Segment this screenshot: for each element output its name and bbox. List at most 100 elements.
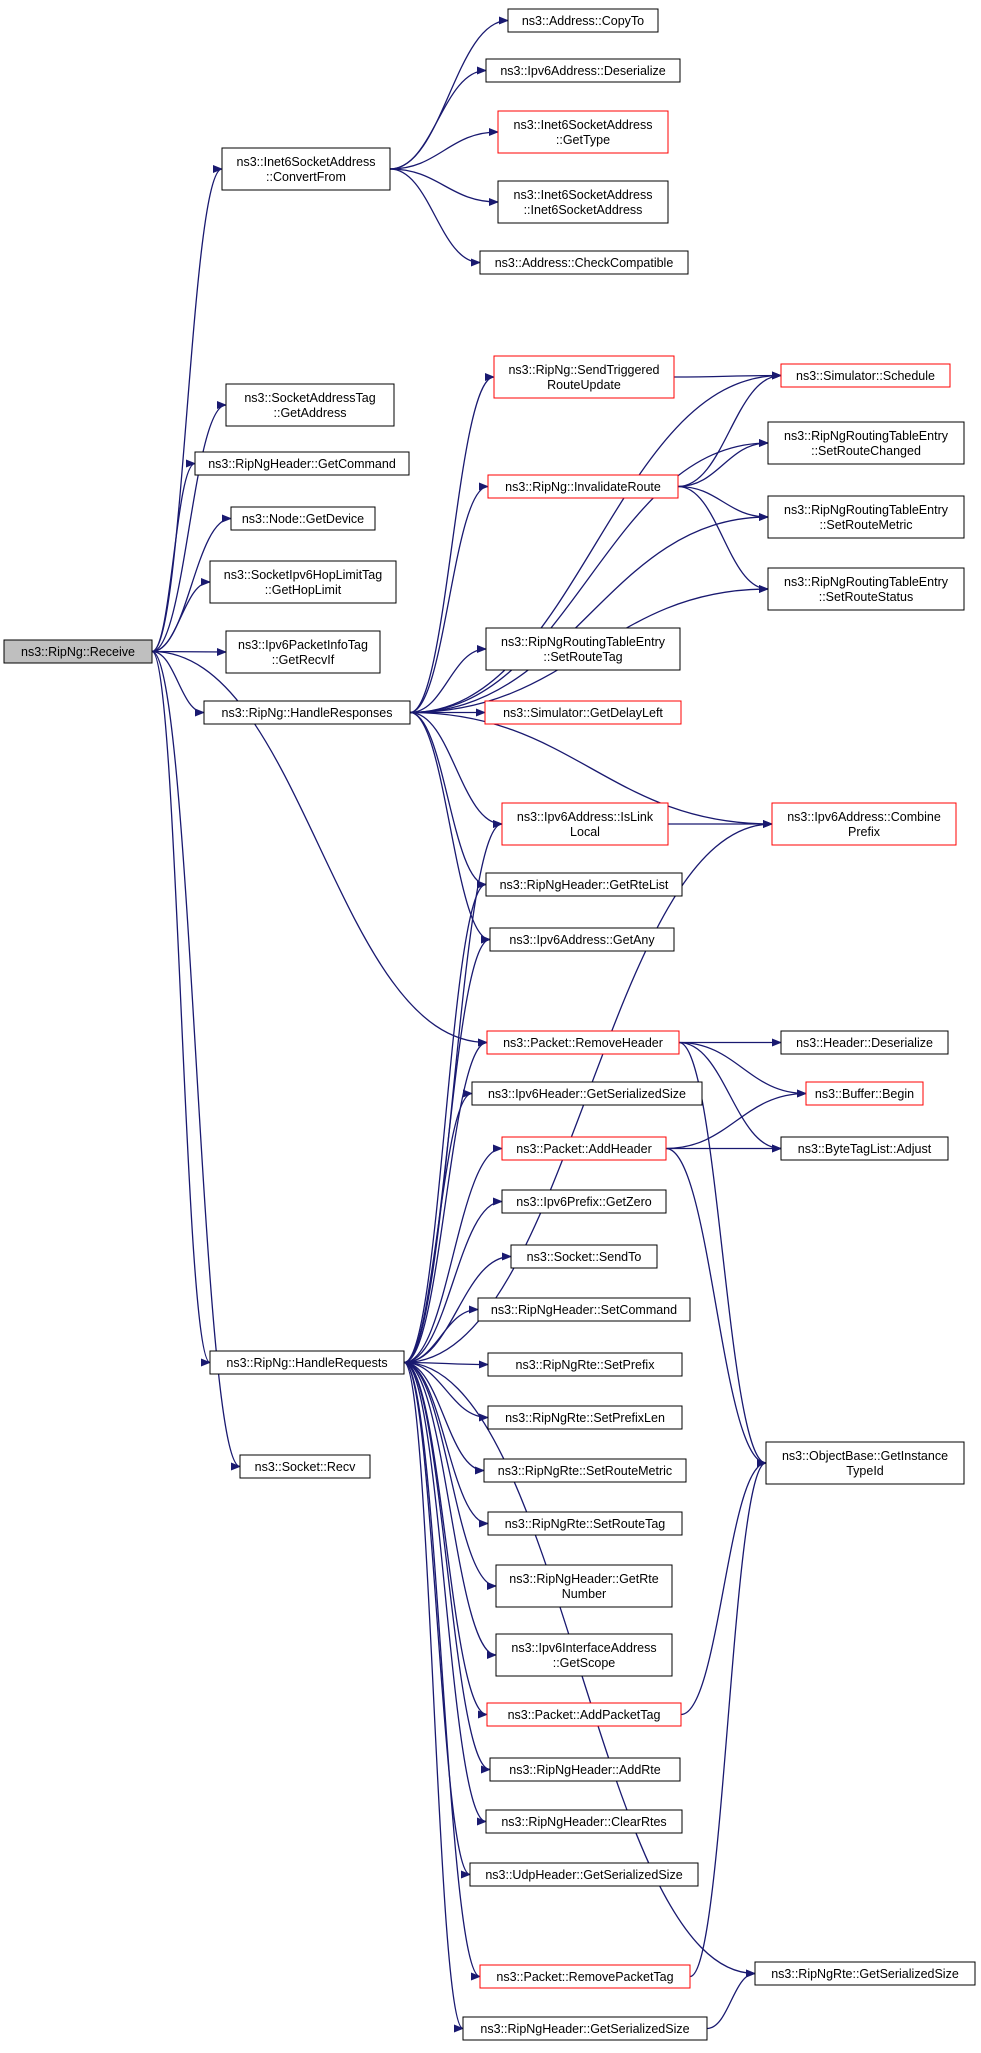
node-box-udpsize[interactable]	[469, 1862, 699, 1887]
node-getdelayleft[interactable]: ns3::Simulator::GetDelayLeft	[484, 700, 682, 725]
node-box-getdelayleft[interactable]	[484, 700, 682, 725]
node-gethoplimit[interactable]: ns3::SocketIpv6HopLimitTag::GetHopLimit	[209, 560, 397, 604]
node-gettype[interactable]: ns3::Inet6SocketAddress::GetType	[497, 110, 669, 154]
node-rtesetroutemetric[interactable]: ns3::RipNgRte::SetRouteMetric	[483, 1458, 687, 1483]
node-box-setcommand[interactable]	[477, 1297, 691, 1322]
node-getscope[interactable]: ns3::Ipv6InterfaceAddress::GetScope	[495, 1633, 673, 1677]
node-box-getrtenumber[interactable]	[495, 1564, 673, 1608]
node-box-rtesetroutetag[interactable]	[487, 1511, 683, 1536]
node-box-checkcompat[interactable]	[479, 250, 689, 275]
node-getany[interactable]: ns3::Ipv6Address::GetAny	[489, 927, 675, 952]
node-box-handleresp[interactable]	[203, 700, 411, 725]
node-box-receive[interactable]	[3, 639, 153, 664]
node-box-schedule[interactable]	[780, 363, 951, 388]
node-box-ipv6deser[interactable]	[485, 58, 681, 83]
node-box-bytetagadjust[interactable]	[780, 1136, 949, 1161]
node-box-getcommand[interactable]	[194, 451, 410, 476]
node-box-removeheader[interactable]	[486, 1030, 680, 1055]
node-inet6ctor[interactable]: ns3::Inet6SocketAddress::Inet6SocketAddr…	[497, 180, 669, 224]
node-box-rtesize[interactable]	[754, 1961, 976, 1986]
node-box-headerdeser[interactable]	[780, 1030, 949, 1055]
node-box-getscope[interactable]	[495, 1633, 673, 1677]
node-box-inet6ctor[interactable]	[497, 180, 669, 224]
node-ripnghdrsize[interactable]: ns3::RipNgHeader::GetSerializedSize	[462, 2016, 708, 2041]
node-handleresp[interactable]: ns3::RipNg::HandleResponses	[203, 700, 411, 725]
node-box-setroutestatus[interactable]	[767, 567, 965, 611]
node-satgetaddr[interactable]: ns3::SocketAddressTag::GetAddress	[225, 383, 395, 427]
node-box-getrecvif[interactable]	[225, 630, 381, 674]
node-box-recv[interactable]	[239, 1454, 371, 1479]
node-ipv6deser[interactable]: ns3::Ipv6Address::Deserialize	[485, 58, 681, 83]
node-box-setprefix[interactable]	[487, 1352, 683, 1377]
node-getcommand[interactable]: ns3::RipNgHeader::GetCommand	[194, 451, 410, 476]
node-box-setroutetag_e[interactable]	[485, 627, 681, 671]
node-addrte[interactable]: ns3::RipNgHeader::AddRte	[489, 1757, 681, 1782]
node-box-islinklocal[interactable]	[501, 802, 669, 846]
node-box-sendto[interactable]	[510, 1244, 658, 1269]
node-setroutemetric_e[interactable]: ns3::RipNgRoutingTableEntry::SetRouteMet…	[767, 495, 965, 539]
node-box-gethoplimit[interactable]	[209, 560, 397, 604]
node-sendto[interactable]: ns3::Socket::SendTo	[510, 1244, 658, 1269]
node-box-gettypeid[interactable]	[765, 1441, 965, 1485]
node-setroutechanged[interactable]: ns3::RipNgRoutingTableEntry::SetRouteCha…	[767, 421, 965, 465]
node-removeheader[interactable]: ns3::Packet::RemoveHeader	[486, 1030, 680, 1055]
node-box-addheader[interactable]	[501, 1136, 667, 1161]
node-bufferbegin[interactable]: ns3::Buffer::Begin	[805, 1081, 924, 1106]
node-box-ripnghdrsize[interactable]	[462, 2016, 708, 2041]
node-box-getrtelist[interactable]	[485, 872, 683, 897]
node-rtesize[interactable]: ns3::RipNgRte::GetSerializedSize	[754, 1961, 976, 1986]
node-receive[interactable]: ns3::RipNg::Receive	[3, 639, 153, 664]
node-removepackettag[interactable]: ns3::Packet::RemovePacketTag	[479, 1964, 691, 1989]
node-box-getzero[interactable]	[501, 1189, 667, 1214]
node-recv[interactable]: ns3::Socket::Recv	[239, 1454, 371, 1479]
node-box-addrte[interactable]	[489, 1757, 681, 1782]
node-setroutetag_e[interactable]: ns3::RipNgRoutingTableEntry::SetRouteTag	[485, 627, 681, 671]
node-setprefixlen[interactable]: ns3::RipNgRte::SetPrefixLen	[487, 1405, 683, 1430]
node-schedule[interactable]: ns3::Simulator::Schedule	[780, 363, 951, 388]
node-setcommand[interactable]: ns3::RipNgHeader::SetCommand	[477, 1297, 691, 1322]
node-box-ipv6hdrsize[interactable]	[471, 1081, 703, 1106]
node-setroutestatus[interactable]: ns3::RipNgRoutingTableEntry::SetRouteSta…	[767, 567, 965, 611]
node-box-gettype[interactable]	[497, 110, 669, 154]
node-handlereq[interactable]: ns3::RipNg::HandleRequests	[209, 1350, 405, 1375]
node-box-satgetaddr[interactable]	[225, 383, 395, 427]
node-checkcompat[interactable]: ns3::Address::CheckCompatible	[479, 250, 689, 275]
node-getzero[interactable]: ns3::Ipv6Prefix::GetZero	[501, 1189, 667, 1214]
node-box-invalidate[interactable]	[487, 474, 679, 499]
node-udpsize[interactable]: ns3::UdpHeader::GetSerializedSize	[469, 1862, 699, 1887]
node-rtesetroutetag[interactable]: ns3::RipNgRte::SetRouteTag	[487, 1511, 683, 1536]
node-box-setroutemetric_e[interactable]	[767, 495, 965, 539]
node-headerdeser[interactable]: ns3::Header::Deserialize	[780, 1030, 949, 1055]
node-box-setprefixlen[interactable]	[487, 1405, 683, 1430]
node-box-addpackettag[interactable]	[486, 1702, 682, 1727]
node-ipv6hdrsize[interactable]: ns3::Ipv6Header::GetSerializedSize	[471, 1081, 703, 1106]
node-clearrtes[interactable]: ns3::RipNgHeader::ClearRtes	[485, 1809, 683, 1834]
node-box-removepackettag[interactable]	[479, 1964, 691, 1989]
node-box-copyto[interactable]	[507, 8, 659, 33]
node-box-setroutechanged[interactable]	[767, 421, 965, 465]
node-box-getany[interactable]	[489, 927, 675, 952]
node-invalidate[interactable]: ns3::RipNg::InvalidateRoute	[487, 474, 679, 499]
node-addheader[interactable]: ns3::Packet::AddHeader	[501, 1136, 667, 1161]
node-convertfrom[interactable]: ns3::Inet6SocketAddress::ConvertFrom	[221, 147, 391, 191]
node-addpackettag[interactable]: ns3::Packet::AddPacketTag	[486, 1702, 682, 1727]
node-getrtelist[interactable]: ns3::RipNgHeader::GetRteList	[485, 872, 683, 897]
node-getdevice[interactable]: ns3::Node::GetDevice	[230, 506, 376, 531]
node-box-bufferbegin[interactable]	[805, 1081, 924, 1106]
node-box-sendtrig[interactable]	[493, 355, 675, 399]
node-box-clearrtes[interactable]	[485, 1809, 683, 1834]
node-box-rtesetroutemetric[interactable]	[483, 1458, 687, 1483]
node-setprefix[interactable]: ns3::RipNgRte::SetPrefix	[487, 1352, 683, 1377]
node-copyto[interactable]: ns3::Address::CopyTo	[507, 8, 659, 33]
node-bytetagadjust[interactable]: ns3::ByteTagList::Adjust	[780, 1136, 949, 1161]
node-box-combineprefix[interactable]	[771, 802, 957, 846]
node-getrecvif[interactable]: ns3::Ipv6PacketInfoTag::GetRecvIf	[225, 630, 381, 674]
node-box-getdevice[interactable]	[230, 506, 376, 531]
node-box-handlereq[interactable]	[209, 1350, 405, 1375]
node-box-convertfrom[interactable]	[221, 147, 391, 191]
